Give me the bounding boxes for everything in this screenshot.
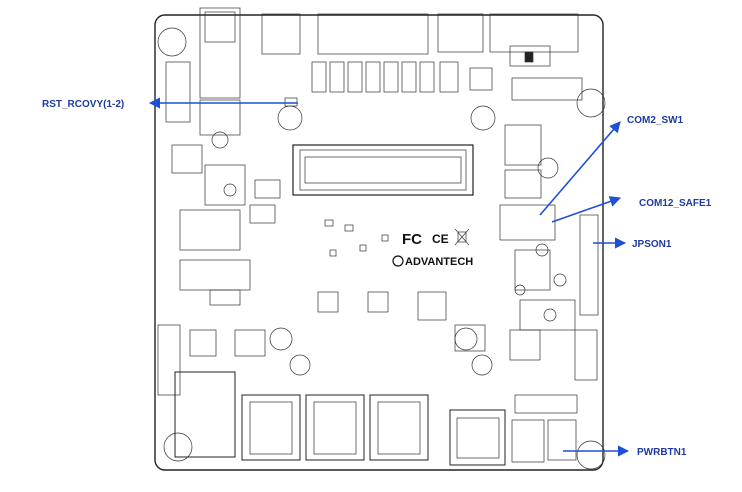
top-connectors (199, 7, 579, 99)
callout-rst-rcovy: RST_RCOVY(1-2) (42, 99, 124, 110)
right-components (499, 77, 599, 414)
callout-com2-sw1: COM2_SW1 (627, 115, 684, 126)
weee-icon (454, 228, 470, 246)
com12-safe1-arrow (551, 196, 622, 223)
brand-text: ADVANTECH (405, 256, 473, 268)
center-chips (317, 219, 486, 352)
ce-mark: CE (432, 232, 449, 246)
mounting-holes (157, 27, 606, 470)
memory-slot (292, 144, 474, 196)
fcc-mark: FC (402, 231, 422, 248)
left-components (157, 61, 281, 396)
bottom-connectors (174, 371, 577, 466)
rst-rcovy-jumper (284, 97, 298, 107)
jumper-row (311, 61, 493, 93)
callout-jpson1: JPSON1 (632, 239, 672, 250)
callout-com12-safe1: COM12_SAFE1 (639, 198, 712, 209)
com2-sw1-arrow (539, 121, 621, 216)
brand-logo-icon (392, 255, 404, 267)
callout-pwrbtn1: PWRBTN1 (637, 447, 687, 458)
callout-arrows (148, 97, 630, 457)
